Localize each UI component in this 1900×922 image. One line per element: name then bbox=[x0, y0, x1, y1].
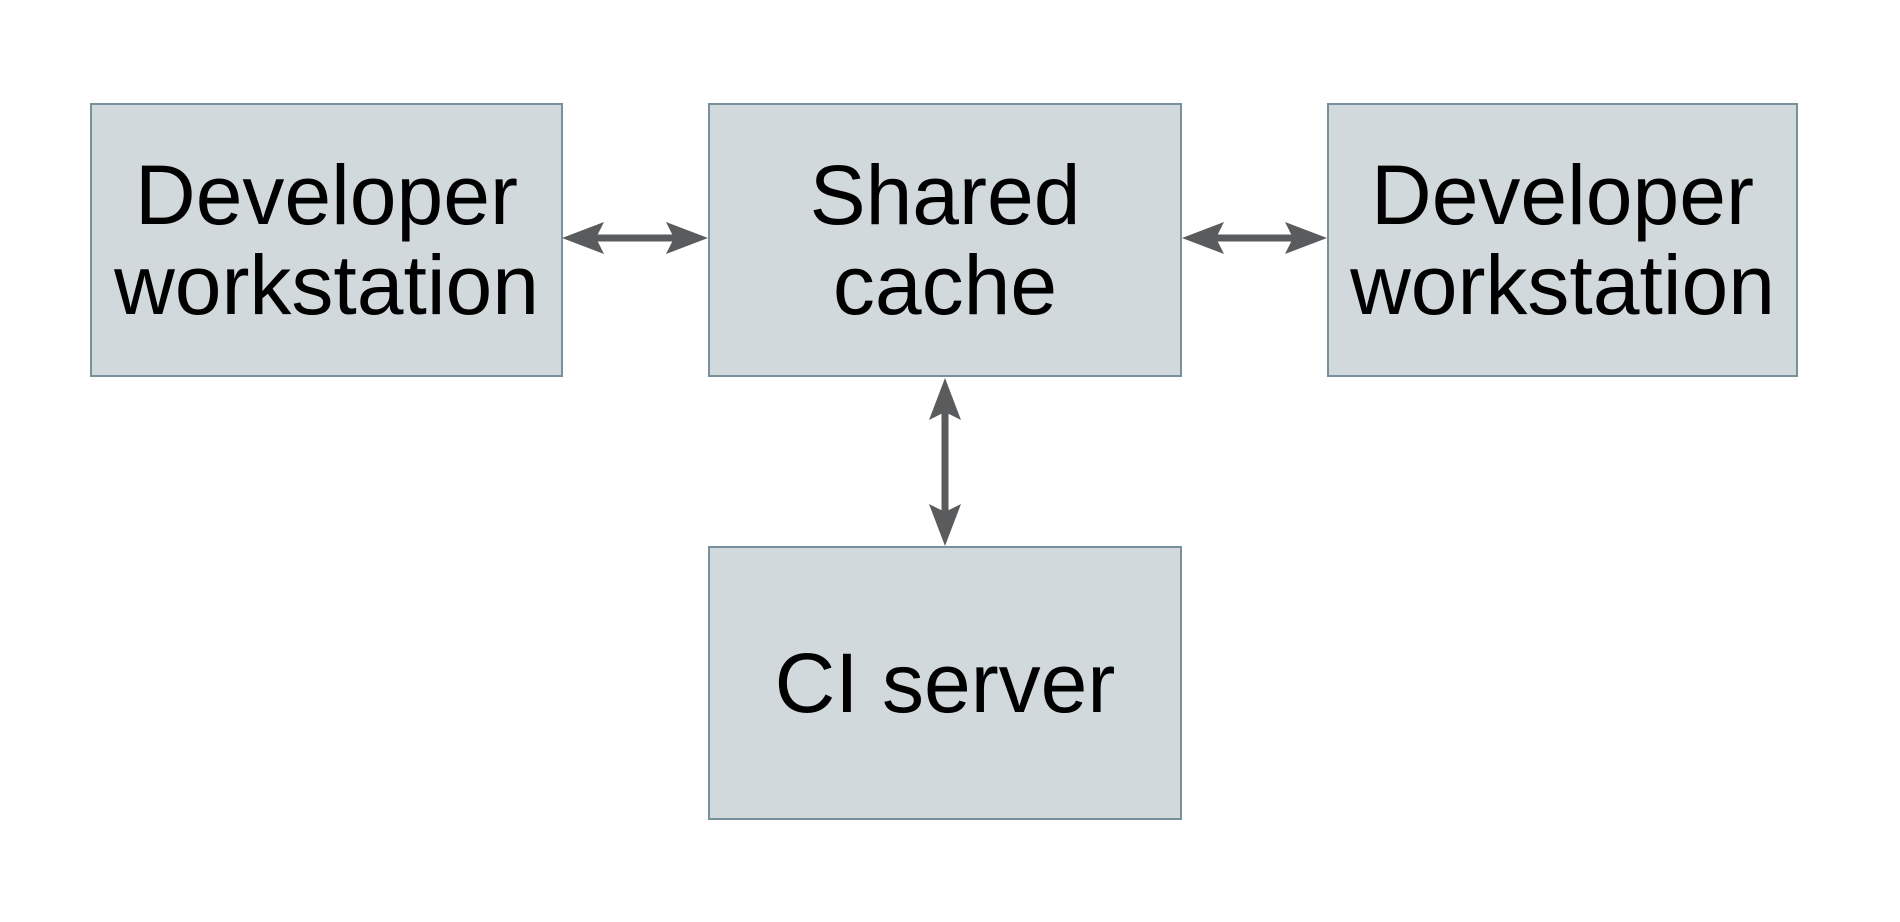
node-developer-workstation-right: Developer workstation bbox=[1327, 103, 1798, 377]
node-ci-server: CI server bbox=[708, 546, 1182, 820]
node-label-line: Developer bbox=[1371, 148, 1754, 242]
node-label-line: workstation bbox=[1350, 238, 1775, 332]
node-label-line: workstation bbox=[114, 238, 539, 332]
node-label-line: CI server bbox=[774, 636, 1116, 730]
node-label-line: cache bbox=[832, 238, 1058, 332]
node-shared-cache: Shared cache bbox=[708, 103, 1182, 377]
bidirectional-arrow-cache-devright-icon bbox=[1182, 222, 1327, 254]
node-developer-workstation-left: Developer workstation bbox=[90, 103, 563, 377]
node-label-line: Developer bbox=[135, 148, 518, 242]
bidirectional-arrow-cache-ciserver-icon bbox=[929, 378, 961, 546]
node-label-line: Shared bbox=[809, 148, 1081, 242]
bidirectional-arrow-devleft-cache-icon bbox=[562, 222, 708, 254]
